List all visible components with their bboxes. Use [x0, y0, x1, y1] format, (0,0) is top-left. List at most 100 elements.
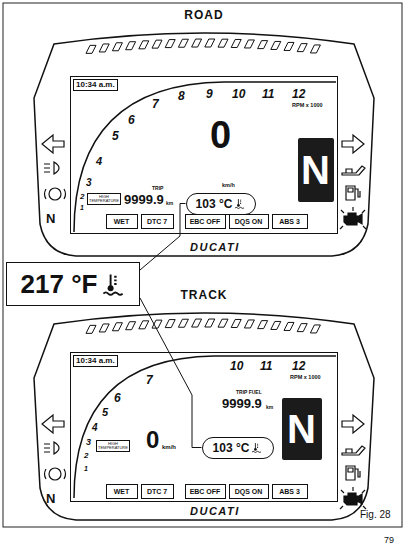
rpm-led-segment — [244, 40, 254, 48]
rpm-number: 10 — [230, 360, 243, 372]
rpm-number: 2 — [84, 452, 88, 460]
warning-icon-label: HIGH TEMPERATURE — [96, 440, 130, 452]
neutral-indicator: N — [46, 492, 55, 505]
status-text: ABS 3 — [279, 218, 300, 225]
gear-letter: N — [287, 409, 316, 449]
rpm-number: 10 — [232, 88, 245, 100]
status-text: EBC OFF — [190, 488, 221, 495]
temperature-callout: 217 °F — [21, 271, 98, 297]
unit-label: TRIP — [152, 186, 163, 191]
rpm-number: 1 — [80, 204, 84, 211]
turn-left-icon — [42, 415, 64, 433]
headlight-icon — [44, 442, 59, 454]
trip-value: 9999.9 — [124, 193, 164, 206]
rpm-led-segment — [205, 319, 215, 327]
abs-icon — [45, 469, 66, 479]
speed-value: 0 — [146, 428, 159, 452]
rpm-number: 7 — [146, 374, 153, 386]
rpm-led-segment — [152, 40, 162, 48]
warning-lights — [42, 135, 366, 229]
unit-label: TRIP FUEL — [236, 390, 262, 395]
rpm-number: 3 — [86, 178, 92, 188]
callout-box: 217 °F — [6, 262, 140, 306]
figure-frame — [3, 3, 402, 527]
rpm-arc — [74, 82, 336, 232]
rpm-led-segment — [231, 39, 241, 47]
rpm-number: 6 — [128, 114, 135, 126]
rpm-led-segment — [284, 322, 294, 330]
fuel-icon — [346, 186, 360, 200]
warning-icon-label: HIGH TEMPERATURE — [87, 193, 121, 205]
status-text: WET — [114, 218, 130, 225]
rpm-led-segment — [258, 321, 268, 329]
lcd-screen: 10:34 a.m.103 °CNWETDTC 7EBC OFFDQS ONAB… — [70, 352, 338, 502]
temperature-highlight: 103 °C — [202, 437, 274, 459]
rpm-number: 4 — [96, 156, 102, 167]
temperature-highlight: 103 °C — [186, 193, 256, 215]
rpm-arc — [74, 356, 336, 498]
temperature-reading: 103 °C — [213, 442, 250, 454]
rpm-number: 3 — [86, 438, 91, 447]
status-box: ABS 3 — [272, 214, 308, 229]
engine-icon-rays — [340, 207, 366, 229]
rpm-number: 4 — [92, 423, 98, 433]
rpm-led-segment — [244, 320, 254, 328]
engine-icon-rays — [340, 487, 366, 509]
rpm-led-segment — [152, 320, 162, 328]
status-box: DTC 7 — [141, 484, 174, 499]
fuel-icon — [346, 466, 360, 480]
engine-icon — [344, 493, 362, 505]
unit-label: RPM x 1000 — [292, 103, 323, 109]
rpm-led-segment — [192, 39, 202, 47]
temperature-reading: 103 °C — [196, 198, 233, 210]
unit-label: RPM x 1000 — [290, 375, 321, 381]
status-text: DTC 7 — [147, 488, 167, 495]
page-number: 79 — [384, 536, 394, 545]
status-text: DTC 7 — [147, 218, 167, 225]
rpm-led-segment — [218, 39, 228, 47]
rpm-led-segment — [99, 44, 109, 52]
rpm-led-segment — [86, 45, 96, 53]
turn-right-icon — [342, 415, 364, 433]
gear-indicator: N — [282, 398, 322, 460]
mode-heading: ROAD — [30, 8, 378, 22]
rpm-led-segment — [297, 44, 307, 52]
neutral-indicator: N — [46, 212, 55, 225]
gear-indicator: N — [298, 138, 334, 202]
abs-icon — [45, 189, 66, 199]
oil-icon — [342, 446, 365, 455]
rpm-number: 12 — [292, 360, 305, 372]
dashboard-housing: ROADDUCATI10:34 a.m.103 °CNWETDTC 7EBC O… — [30, 28, 378, 258]
status-box: ABS 3 — [272, 484, 308, 499]
rpm-led-segment — [271, 321, 281, 329]
rpm-number: 5 — [112, 130, 119, 142]
status-box: EBC OFF — [185, 484, 226, 499]
rpm-led-segment — [126, 322, 136, 330]
status-box: DQS ON — [229, 214, 269, 229]
rpm-number: 5 — [102, 407, 108, 418]
temperature-icon — [234, 198, 245, 209]
rpm-led-segment — [178, 39, 188, 47]
rpm-led-segment — [205, 39, 215, 47]
status-text: DQS ON — [235, 488, 263, 495]
brand-logo: DUCATI — [190, 506, 240, 517]
trip-value: 9999.9 — [222, 397, 262, 410]
rpm-led-segment — [126, 42, 136, 50]
status-text: EBC OFF — [190, 218, 221, 225]
rpm-led-segment — [112, 323, 122, 331]
status-box: DTC 7 — [141, 214, 174, 229]
status-text: DQS ON — [235, 218, 263, 225]
unit-label: km — [266, 405, 273, 410]
speed-value: 0 — [210, 116, 231, 154]
unit-label: km/h — [222, 183, 235, 189]
unit-label: km — [166, 201, 173, 206]
rpm-led-segment — [139, 41, 149, 49]
status-box: WET — [106, 484, 138, 499]
status-text: WET — [114, 488, 130, 495]
figure-caption: Fig. 28 — [360, 510, 391, 520]
rpm-number: 7 — [152, 98, 159, 110]
abs-icon — [49, 468, 61, 480]
rpm-led-segment — [99, 324, 109, 332]
rpm-led-segment — [112, 43, 122, 51]
turn-left-icon — [42, 135, 64, 153]
